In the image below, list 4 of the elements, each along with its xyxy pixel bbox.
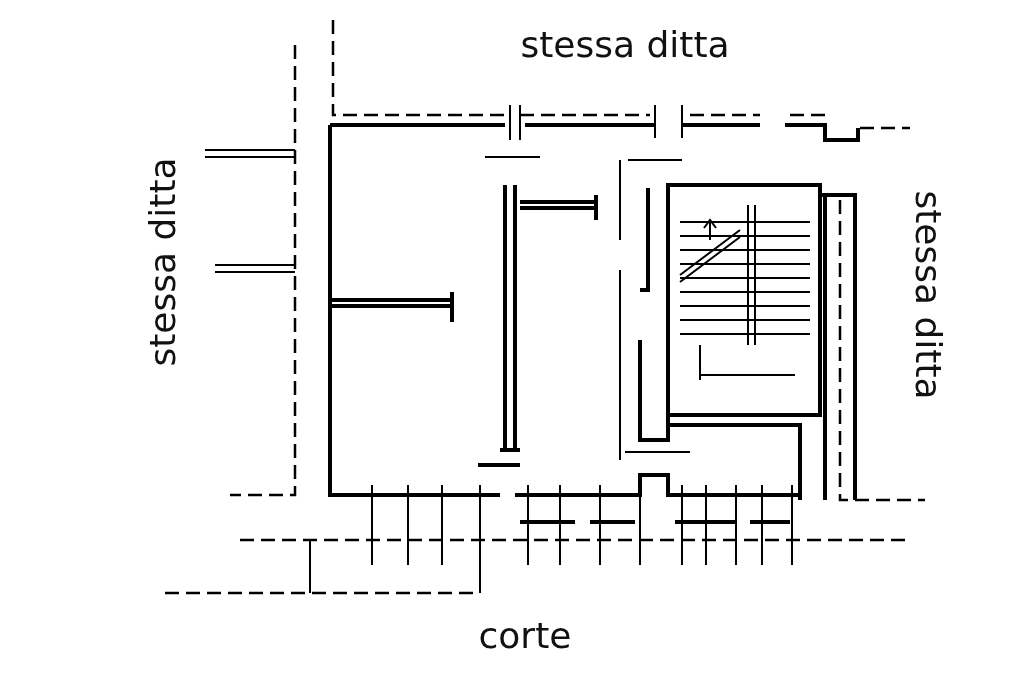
area-label: corte: [478, 618, 572, 654]
area-label: stessa ditta: [145, 157, 181, 367]
area-label: stessa ditta: [520, 27, 730, 63]
area-label: stessa ditta: [910, 190, 946, 400]
